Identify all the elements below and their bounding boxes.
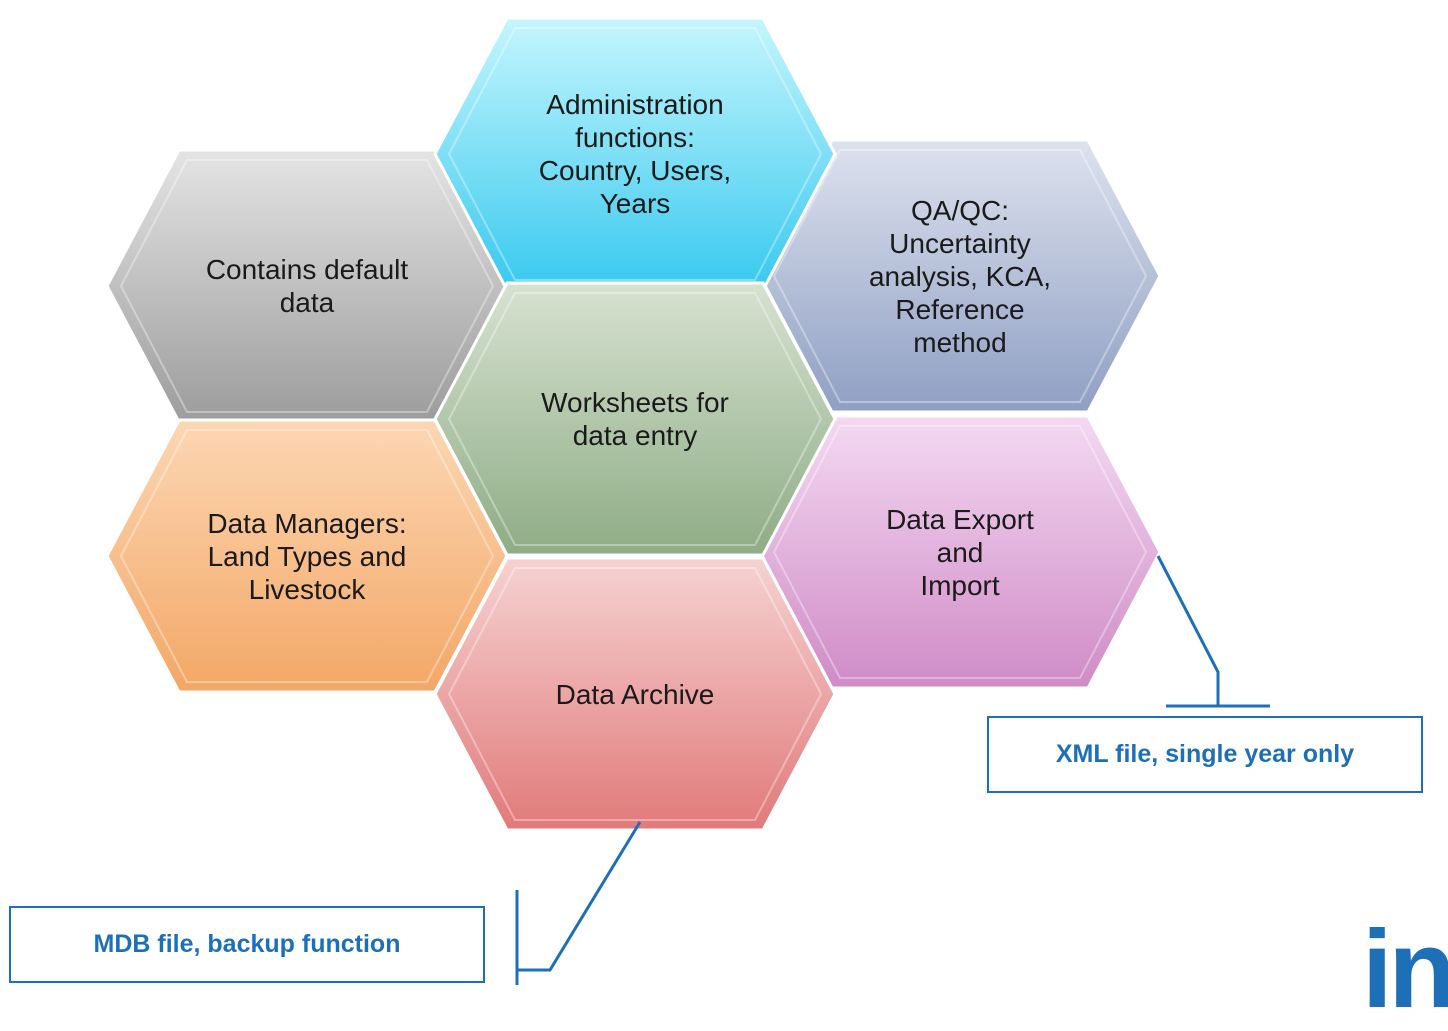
mdb-callout-box: MDB file, backup function	[9, 906, 485, 983]
hexagon-archive	[433, 556, 837, 832]
hexagon-admin	[433, 16, 837, 292]
hexagon-diagram	[105, 16, 1270, 985]
hexagon-default-data	[105, 148, 509, 424]
hexagon-bevel-data-managers	[119, 429, 495, 683]
hexagon-worksheets	[433, 281, 837, 557]
logo-fragment: in	[1362, 908, 1448, 1031]
hexagon-data-managers	[105, 418, 509, 694]
hexagon-bevel-export-import	[772, 425, 1148, 679]
hexagon-bevel-default-data	[119, 159, 495, 413]
mdb-callout-connector	[515, 821, 642, 985]
xml-callout-box: XML file, single year only	[987, 716, 1423, 793]
hexagon-bevel-worksheets	[447, 292, 823, 546]
hexagon-export-import	[758, 414, 1162, 690]
xml-callout-connector	[1156, 555, 1270, 708]
hexagon-bevel-admin	[447, 27, 823, 281]
hexagon-bevel-archive	[447, 567, 823, 821]
hexagon-bevel-qaqc	[772, 149, 1148, 403]
